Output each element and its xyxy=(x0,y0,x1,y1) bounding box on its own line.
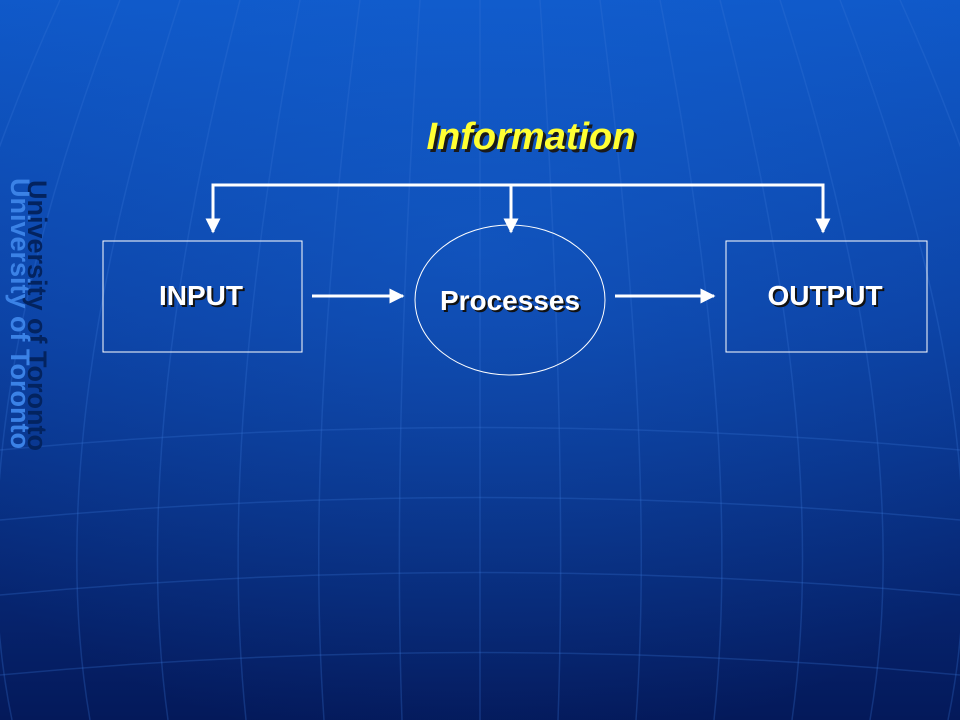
input-label-shadow: INPUT xyxy=(161,282,245,313)
output-label: OUTPUT xyxy=(767,280,882,311)
grid-meridian xyxy=(539,0,562,720)
input-box xyxy=(102,240,303,353)
grid-parallel xyxy=(0,651,960,676)
grid-parallel xyxy=(0,426,960,451)
watermark: University of Toronto University of Toro… xyxy=(5,178,52,451)
grid-meridian xyxy=(0,0,61,148)
processes-ellipse xyxy=(414,224,606,376)
grid-meridian xyxy=(76,0,181,720)
grid-parallel xyxy=(0,496,960,521)
processes-label-shadow: Processes xyxy=(442,287,582,318)
grid-meridian xyxy=(839,0,960,720)
input-label: INPUT xyxy=(159,280,243,311)
title: Information xyxy=(427,116,636,158)
grid-meridian xyxy=(659,0,723,720)
grid-meridian xyxy=(599,0,643,720)
grid-meridian xyxy=(398,0,421,720)
output-label-shadow: OUTPUT xyxy=(769,282,884,313)
information-bracket xyxy=(211,183,825,225)
grid-meridian xyxy=(719,0,804,720)
grid-meridian xyxy=(779,0,884,720)
title-shadow: Information xyxy=(430,119,639,161)
grid-meridian xyxy=(156,0,241,720)
grid-parallel xyxy=(0,571,960,596)
processes-label: Processes xyxy=(440,285,580,316)
grid-meridian xyxy=(317,0,361,720)
grid-meridian xyxy=(0,0,121,720)
grid-meridian xyxy=(237,0,301,720)
watermark-shadow: University of Toronto xyxy=(22,180,52,451)
grid-meridian xyxy=(899,0,960,148)
watermark-text: University of Toronto xyxy=(5,178,35,449)
output-box xyxy=(725,240,928,353)
